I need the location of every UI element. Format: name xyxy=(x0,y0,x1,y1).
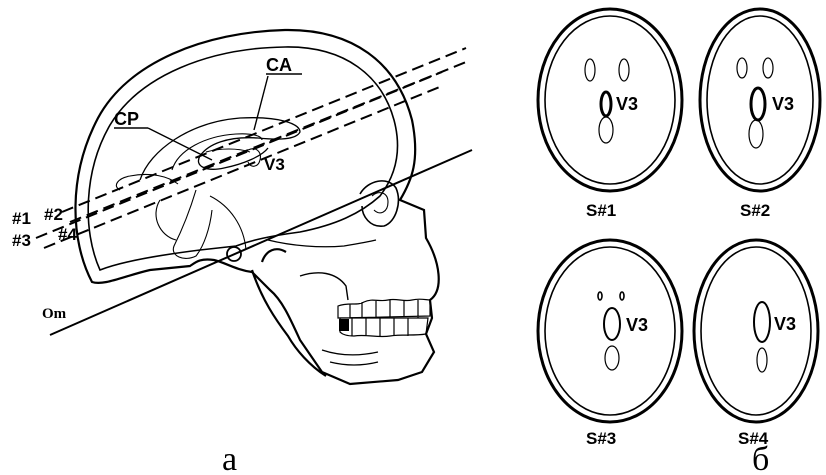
slice-s1-v3-label: V3 xyxy=(616,94,638,114)
slice-s2-outer-ring xyxy=(700,9,820,191)
slice-s4-outer-ring xyxy=(694,240,818,422)
chin-line xyxy=(322,350,378,365)
lower-teeth xyxy=(340,318,428,337)
label-cp: CP xyxy=(114,109,139,129)
slice-s1 xyxy=(538,9,682,191)
caption-panel-a: а xyxy=(222,441,237,475)
mandible-notch xyxy=(300,273,348,300)
slice-s3-ventricle-left xyxy=(598,292,602,300)
skull-outer-outline xyxy=(75,30,438,384)
slice-s2-inner-ring xyxy=(707,16,813,184)
slice-s2-title: S#2 xyxy=(740,201,770,220)
slice-s4-v3 xyxy=(754,302,770,342)
slice-s3-v3 xyxy=(604,308,620,340)
label-slice-3: #3 xyxy=(12,231,31,250)
slice-s4 xyxy=(694,240,818,422)
label-slice-2: #2 xyxy=(44,205,63,224)
slice-s1-title: S#1 xyxy=(586,201,616,220)
slice-s2-ventricle-left xyxy=(737,58,747,78)
slice-s3-outer-ring xyxy=(538,240,682,422)
slice-s2-v3 xyxy=(751,88,765,120)
slice-s1-ventricle-left xyxy=(585,59,595,81)
slice-s2-ventricle-right xyxy=(763,58,773,78)
slice-s1-v3 xyxy=(601,92,611,116)
label-v3-sagittal: V3 xyxy=(264,155,285,174)
slice-s1-ventricle-right xyxy=(619,59,629,81)
panel-a-head-diagram xyxy=(36,30,472,384)
slice-s2-v3-label: V3 xyxy=(772,94,794,114)
label-slice-1: #1 xyxy=(12,209,31,228)
orbit-outline xyxy=(360,181,398,226)
panel-b-slices xyxy=(538,9,820,422)
slice-s2 xyxy=(700,9,820,191)
slice-s3-ventricle-right xyxy=(620,292,624,300)
label-ca: CA xyxy=(266,55,292,75)
slice-s3-inner-ring xyxy=(545,247,675,415)
slice-s3 xyxy=(538,240,682,422)
slice-s3-title: S#3 xyxy=(586,429,616,448)
upper-teeth xyxy=(338,299,430,318)
slice-s2-aqueduct xyxy=(749,120,763,148)
slice-s4-v3-label: V3 xyxy=(774,314,796,334)
brainstem-outline xyxy=(116,174,246,258)
slice-planes xyxy=(36,48,466,248)
slice-plane-1 xyxy=(62,48,466,212)
caption-panel-b: б xyxy=(752,441,769,475)
dark-tooth xyxy=(339,319,349,331)
mandible-outline xyxy=(252,249,326,376)
label-om: Om xyxy=(42,306,67,322)
cp-leader xyxy=(148,128,212,160)
slice-s3-aqueduct xyxy=(605,346,619,370)
slice-s1-aqueduct xyxy=(599,117,613,143)
ca-leader xyxy=(254,76,268,130)
label-slice-4: #4 xyxy=(58,225,77,244)
brain-inner-outline xyxy=(88,47,397,270)
zygomatic-outline xyxy=(268,240,376,247)
slice-s4-aqueduct xyxy=(757,348,767,372)
om-baseline xyxy=(50,150,472,335)
slice-s3-v3-label: V3 xyxy=(626,315,648,335)
